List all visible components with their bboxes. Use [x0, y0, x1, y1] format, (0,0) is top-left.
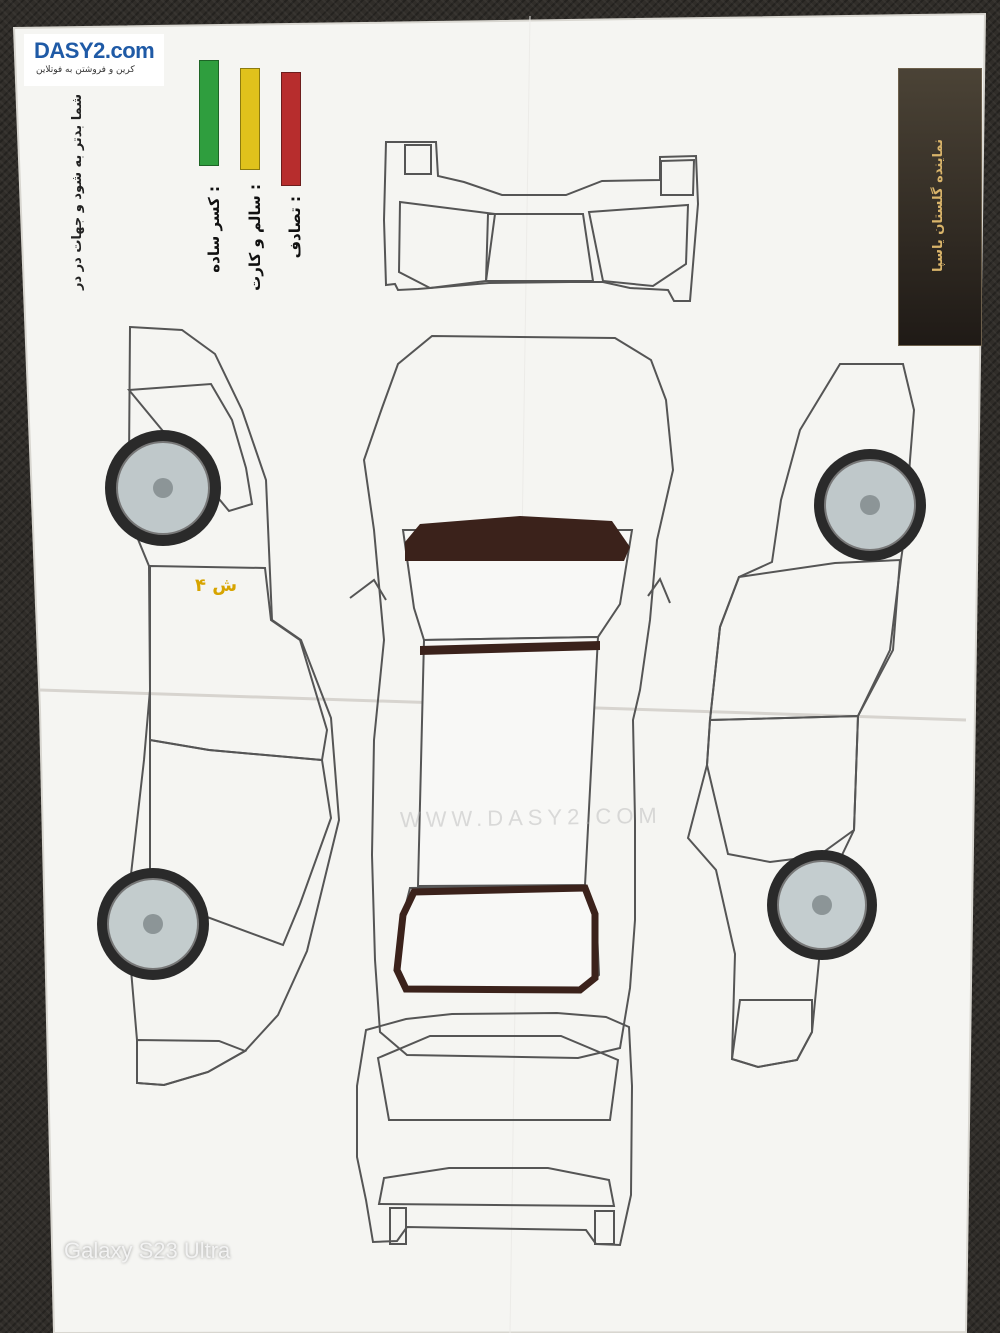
front-view-car: [382, 141, 700, 302]
top-view-car: [349, 334, 675, 1060]
camera-label: Galaxy S23 Ultra: [64, 1238, 231, 1263]
dealer-badge: نماینده گلستان یاسپا: [898, 68, 982, 346]
brand-logo[interactable]: DASY2.com کرین و فروشتن به فوتلاین: [24, 34, 164, 86]
brand-name: DASY2.com: [34, 38, 155, 63]
inspection-note: شما بدتر به شود و جهات در در: [70, 93, 85, 290]
legend-item-good: سالم و کارت :: [246, 184, 264, 291]
left-front-wheel: [105, 430, 221, 546]
right-rear-wheel: [767, 850, 877, 960]
brand-tagline: کرین و فروشتن به فوتلاین: [36, 65, 135, 75]
watermark: WWW.DASY2.COM: [399, 802, 662, 833]
legend-item-repair: کسر ساده :: [205, 186, 223, 273]
right-front-wheel: [814, 449, 926, 561]
left-rear-wheel: [97, 868, 209, 980]
roof-glass-outline: [393, 516, 630, 994]
legend-color-yellow: [240, 68, 260, 170]
legend-color-red: [281, 72, 301, 186]
rear-view-car: [356, 1011, 634, 1247]
legend-color-green: [199, 60, 219, 166]
dealer-badge-text: نماینده گلستان یاسپا: [931, 139, 946, 273]
damage-note: ۴ ش: [195, 575, 238, 596]
legend-item-accident: تصادف :: [286, 196, 304, 259]
